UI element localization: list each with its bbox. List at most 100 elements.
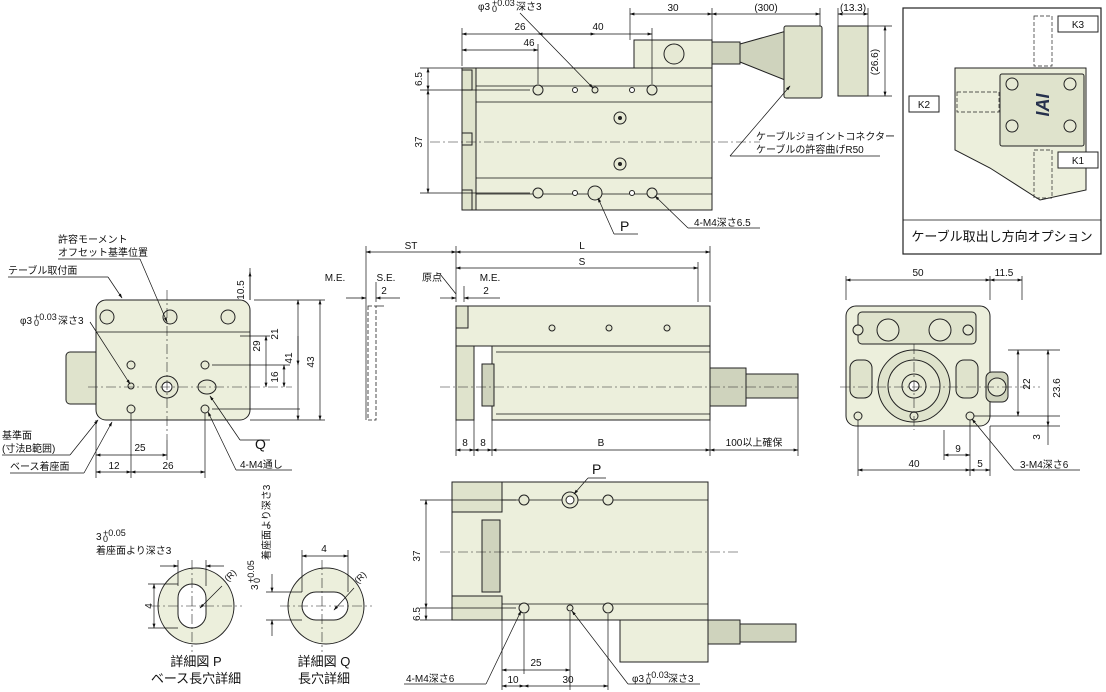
ref-face-2: (寸法B範囲) <box>2 442 55 455</box>
detail-p-dim-4: 4 <box>144 603 155 609</box>
dim-11-5: 11.5 <box>995 268 1014 279</box>
svg-text:+0.05: +0.05 <box>246 560 256 583</box>
detail-p-note: 着座面より深さ3 <box>96 544 172 557</box>
svg-text:+0.03: +0.03 <box>492 0 515 8</box>
dim-se-val: 2 <box>381 286 387 297</box>
connector-note-2: ケーブルの許容曲げR50 <box>756 143 864 156</box>
top-view-body <box>461 67 713 211</box>
dim-30: 30 <box>667 3 679 14</box>
dim-22: 22 <box>1022 378 1033 390</box>
svg-text:0: 0 <box>103 534 108 544</box>
side-body <box>491 345 711 421</box>
svg-text:+0.03: +0.03 <box>646 670 669 680</box>
dim-b: B <box>598 438 605 449</box>
dim-me-1: M.E. <box>325 273 346 284</box>
svg-text:0: 0 <box>492 4 497 14</box>
top-hole-label: φ3 <box>478 2 490 13</box>
dim-10-5: 10.5 <box>236 280 247 300</box>
right-view: 50 11.5 22 23.6 3 9 40 5 3-M4深さ6 <box>840 268 1080 476</box>
top-connector <box>783 25 823 99</box>
detail-q-caption-1: 詳細図 Q <box>298 654 351 669</box>
bottom-cable-clamp <box>619 619 709 663</box>
dim-41: 41 <box>284 352 295 364</box>
through-note: 4-M4通し <box>240 459 283 471</box>
dim-me-2-val: 2 <box>483 286 489 297</box>
top-tap-note: 4-M4深さ6.5 <box>694 217 751 229</box>
svg-text:深さ3: 深さ3 <box>668 673 694 685</box>
bottom-view: 37 6.5 25 10 30 4-M4深さ6 φ3 +0.03 0 深さ3 P <box>404 461 797 690</box>
side-slider-top <box>455 305 711 347</box>
dim-300: (300) <box>754 3 777 14</box>
origin-label: 原点 <box>422 272 442 284</box>
dim-40-right: 40 <box>908 459 920 470</box>
p-marker-top: P <box>620 218 629 234</box>
dim-21: 21 <box>270 328 281 340</box>
top-cable <box>711 41 741 65</box>
dim-6-5: 6.5 <box>414 72 425 86</box>
dim-3: 3 <box>1032 434 1043 440</box>
svg-text:0: 0 <box>34 318 39 328</box>
dim-l: L <box>579 241 585 252</box>
detail-q-dim-4: 4 <box>321 544 327 555</box>
k2-label: K2 <box>918 100 931 111</box>
option-title: ケーブル取出し方向オプション <box>911 229 1092 244</box>
detail-q-dim-3: 3 <box>250 584 261 590</box>
detail-p: 4 3 +0.05 0 着座面より深さ3 (R) 詳細図 P ベース長穴詳細 <box>96 528 242 686</box>
svg-text:深さ3: 深さ3 <box>58 315 84 327</box>
side-view: ST L S M.E. S.E. 2 原点 M.E. 2 8 8 B 100以上… <box>325 241 800 456</box>
k3-label: K3 <box>1072 20 1085 31</box>
dim-s: S <box>579 257 586 268</box>
k1-label: K1 <box>1072 156 1085 167</box>
dim-23-6: 23.6 <box>1052 378 1063 398</box>
dim-cable-len: 100以上確保 <box>726 436 783 449</box>
top-holes <box>532 84 658 201</box>
dim-6-5-bottom: 6.5 <box>412 607 423 621</box>
dim-37-bottom: 37 <box>412 550 423 562</box>
detail-p-caption-2: ベース長穴詳細 <box>151 671 241 686</box>
svg-text:深さ3: 深さ3 <box>516 1 542 13</box>
bottom-hole-label: φ3 <box>632 674 644 685</box>
dim-43: 43 <box>306 356 317 368</box>
dim-13-3: (13.3) <box>840 3 866 14</box>
dim-8a: 8 <box>462 438 468 449</box>
ref-face-1: 基準面 <box>2 429 32 442</box>
dim-5: 5 <box>977 459 983 470</box>
detail-p-caption-1: 詳細図 P <box>170 654 221 669</box>
dim-8b: 8 <box>480 438 486 449</box>
moment-note-1: 許容モーメント <box>58 233 128 246</box>
end-hole-label: φ3 <box>20 316 32 327</box>
dim-50: 50 <box>912 268 924 279</box>
svg-text:+0.05: +0.05 <box>103 528 126 538</box>
dim-26-end: 26 <box>162 461 174 472</box>
connector-note-1: ケーブルジョイントコネクター <box>756 130 895 143</box>
detail-q-caption-2: 長穴詳細 <box>298 671 350 686</box>
table-mount-label: テーブル取付面 <box>8 264 77 277</box>
dim-37: 37 <box>414 136 425 148</box>
dim-26-6: (26.6) <box>870 49 881 75</box>
top-view: 26 40 46 30 (300) (13.3) (26.6) 6.5 37 φ… <box>414 0 895 235</box>
dim-25-bottom: 25 <box>530 658 542 669</box>
top-connector-end <box>837 25 869 97</box>
cable-option-box: IAI K3 K2 K1 ケーブル取出し方向オプション <box>902 7 1102 255</box>
svg-text:0: 0 <box>646 676 651 686</box>
dim-me-2: M.E. <box>480 273 501 284</box>
dim-26: 26 <box>514 22 526 33</box>
dim-16: 16 <box>270 371 281 383</box>
dim-st: ST <box>405 241 418 252</box>
end-view: 10.5 29 21 16 41 43 25 12 26 許容モーメント オフセ… <box>2 233 325 478</box>
q-marker: Q <box>255 436 266 452</box>
svg-text:0: 0 <box>252 578 262 583</box>
moment-note-2: オフセット基準位置 <box>58 246 148 259</box>
right-tap-note: 3-M4深さ6 <box>1020 459 1069 471</box>
base-seat-label: ベース着座面 <box>10 460 70 473</box>
dim-12: 12 <box>108 461 120 472</box>
dim-se: S.E. <box>377 273 396 284</box>
dim-40: 40 <box>592 22 604 33</box>
dim-30-bottom: 30 <box>562 675 574 686</box>
iai-logo: IAI <box>1033 93 1053 117</box>
detail-p-dim-3: 3 <box>96 532 102 543</box>
dim-46: 46 <box>523 38 535 49</box>
dim-29: 29 <box>252 340 263 352</box>
detail-q-note: 着座面より深さ3 <box>260 484 273 560</box>
